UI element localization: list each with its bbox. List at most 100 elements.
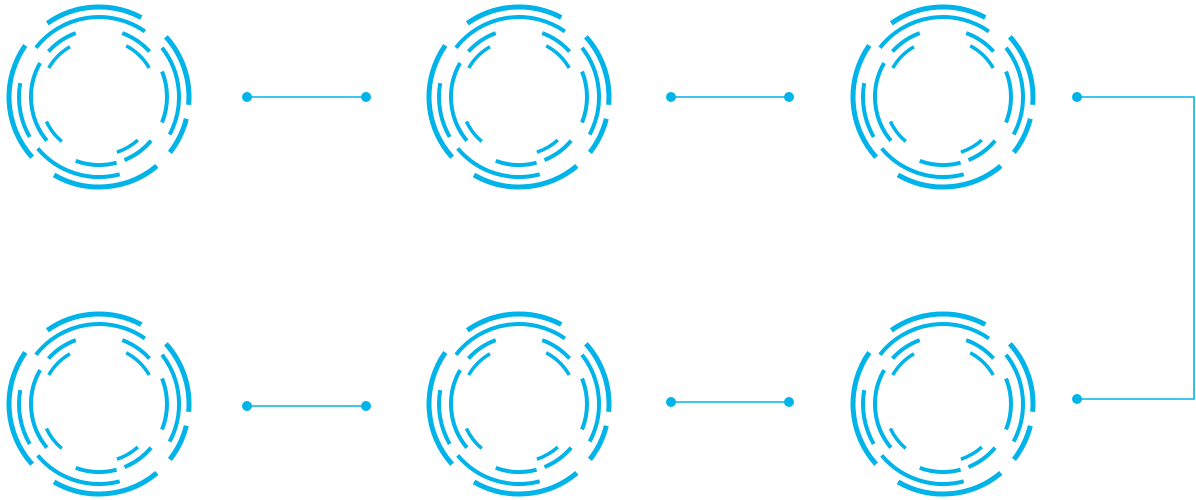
ring-segment xyxy=(888,427,907,450)
dashed-concentric-ring-icon xyxy=(6,311,192,497)
ring-segment xyxy=(536,138,559,154)
ring-segment xyxy=(17,389,32,445)
ring-segment xyxy=(878,15,991,49)
ring-segment xyxy=(861,82,876,138)
ring-segment xyxy=(467,45,491,69)
ring-segment xyxy=(465,311,563,333)
ring-segment xyxy=(1011,118,1033,154)
ring-segment xyxy=(46,31,77,53)
ring-segment xyxy=(34,322,147,356)
ring-segment xyxy=(536,445,559,461)
connector-node-4-node-5 xyxy=(242,401,371,411)
ring-segment xyxy=(123,139,153,162)
ring-segment xyxy=(891,45,915,69)
nodes xyxy=(6,4,1036,497)
ring-segment xyxy=(890,338,921,360)
ring-segment xyxy=(116,138,139,154)
connector-dot xyxy=(361,92,371,102)
ring-segment xyxy=(969,351,995,376)
connector-dot xyxy=(666,92,676,102)
ring-segment xyxy=(1004,46,1025,136)
ring-segment xyxy=(495,159,538,167)
connector-dot xyxy=(1072,92,1082,102)
ring-segment xyxy=(6,350,34,466)
ring-segment xyxy=(44,120,63,143)
ring-segment xyxy=(965,338,996,360)
ring-segment xyxy=(466,31,497,53)
ring-segment xyxy=(888,120,907,143)
ring-segment xyxy=(584,342,612,413)
ring-segment xyxy=(466,338,497,360)
ring-segment xyxy=(873,62,893,142)
ring-segment xyxy=(167,425,189,461)
ring-segment xyxy=(164,35,192,106)
ring-segment xyxy=(584,35,612,106)
ring-segment xyxy=(121,31,152,53)
ring-segment xyxy=(587,425,609,461)
ring-segment xyxy=(464,427,483,450)
ring-segment xyxy=(580,70,589,124)
ring-segment xyxy=(580,46,601,136)
ring-segment xyxy=(580,377,589,431)
ring-segment xyxy=(160,46,181,136)
ring-segment xyxy=(47,45,71,69)
ring-segment xyxy=(960,445,983,461)
ring-segment xyxy=(164,342,192,413)
ring-segment xyxy=(472,164,579,190)
ring-segment xyxy=(121,338,152,360)
ring-segment xyxy=(454,15,567,49)
ring-segment xyxy=(873,369,893,449)
ring-segment xyxy=(449,369,469,449)
ring-segment xyxy=(29,62,49,142)
ring-segment xyxy=(465,4,563,26)
ring-segment xyxy=(116,445,139,461)
connector-dot xyxy=(361,401,371,411)
ring-segment xyxy=(1008,35,1036,106)
dashed-concentric-ring-icon xyxy=(850,311,1036,497)
ring-segment xyxy=(896,164,1003,190)
ring-segment xyxy=(45,4,143,26)
ring-segment xyxy=(467,352,491,376)
ring-segment xyxy=(1004,70,1013,124)
ring-segment xyxy=(890,31,921,53)
ring-segment xyxy=(75,466,118,474)
ring-segment xyxy=(880,147,965,179)
ring-segment xyxy=(449,62,469,142)
connector-node-1-node-2 xyxy=(242,92,371,102)
ring-segment xyxy=(75,159,118,167)
ring-segment xyxy=(587,118,609,154)
connector-dot xyxy=(242,401,252,411)
ring-segment xyxy=(919,466,962,474)
connector-node-2-node-3 xyxy=(666,92,794,102)
dashed-concentric-ring-icon xyxy=(850,4,1036,190)
ring-segment xyxy=(543,139,573,162)
ring-segment xyxy=(878,322,991,356)
ring-segment xyxy=(456,147,541,179)
ring-segment xyxy=(967,446,997,469)
ring-segment xyxy=(29,369,49,449)
ring-segment xyxy=(541,31,572,53)
ring-segment xyxy=(437,82,452,138)
ring-segment xyxy=(891,352,915,376)
ring-segment xyxy=(426,350,454,466)
ring-segment xyxy=(160,377,169,431)
ring-segment xyxy=(969,44,995,69)
ring-segment xyxy=(965,31,996,53)
connector-dot xyxy=(242,92,252,102)
ring-segment xyxy=(17,82,32,138)
ring-segment xyxy=(47,352,71,376)
dashed-concentric-ring-icon xyxy=(6,4,192,190)
ring-segment xyxy=(850,350,878,466)
ring-segment xyxy=(125,351,151,376)
ring-segment xyxy=(880,454,965,486)
ring-segment xyxy=(34,15,147,49)
connector-dot xyxy=(1072,394,1082,404)
ring-segment xyxy=(896,471,1003,497)
ring-segment xyxy=(545,44,571,69)
ring-segment xyxy=(437,389,452,445)
ring-segment xyxy=(36,147,121,179)
ring-segment xyxy=(580,353,601,443)
dashed-concentric-ring-icon xyxy=(426,4,612,190)
connector-dot xyxy=(784,92,794,102)
